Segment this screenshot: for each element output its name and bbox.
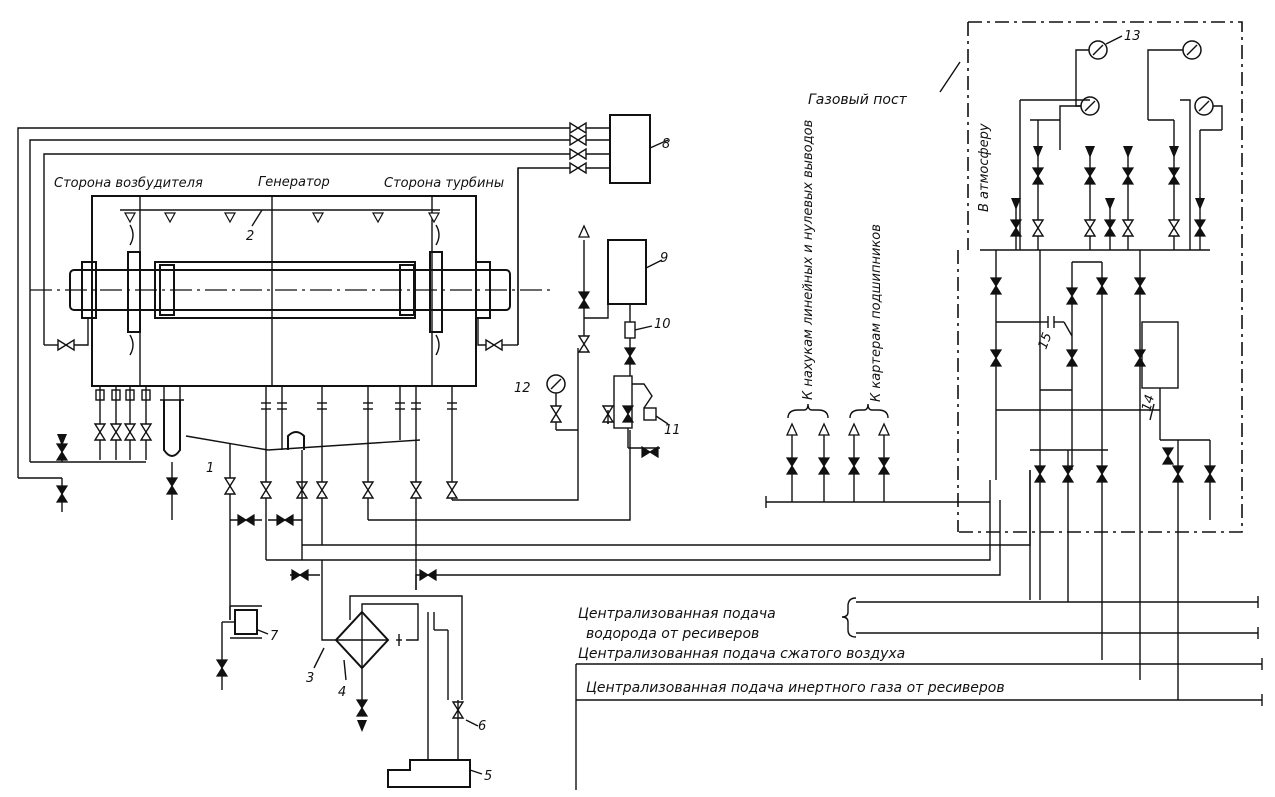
- callout-9: 9: [660, 251, 668, 266]
- label-to-bearing-housings: К картерам подшипников: [869, 224, 884, 402]
- generator-drains: [18, 386, 184, 520]
- label-turbine-side: Сторона турбины: [384, 176, 504, 191]
- label-to-line-caps: К нахукам линейных и нулевых выводов: [801, 120, 816, 400]
- filter-7: [216, 605, 269, 690]
- seal-oil-loops: [44, 168, 519, 351]
- callout-3: 3: [306, 671, 314, 686]
- label-air-supply: Централизованная подача сжатого воздуха: [578, 646, 905, 662]
- label-exciter-side: Сторона возбудителя: [54, 176, 203, 191]
- centralized-supply-lines: [575, 596, 1263, 790]
- generator-body: [91, 195, 477, 387]
- cap-and-bearing-connections: [765, 403, 990, 508]
- callout-2: 2: [246, 229, 254, 244]
- label-h2-supply-line1: Централизованная подача: [578, 606, 776, 622]
- callout-8: 8: [662, 137, 670, 152]
- callout-14: 14: [1139, 393, 1158, 413]
- pressure-gauges-13: [1059, 35, 1223, 130]
- gas-post-enclosure: [939, 21, 1243, 533]
- gas-drier-3-4: [313, 595, 463, 732]
- gas-analyzer-8: [609, 114, 651, 184]
- rotor-shaft: [30, 224, 555, 356]
- callout-10: 10: [654, 317, 671, 332]
- label-inert-supply: Централизованная подача инертного газа о…: [586, 680, 1005, 696]
- callout-13: 13: [1124, 29, 1141, 44]
- callout-12: 12: [514, 381, 531, 396]
- label-generator: Генератор: [258, 175, 330, 190]
- callout-6: 6: [478, 719, 486, 734]
- label-to-line-caps-text: К нахукам линейных и нулевых выводов: [801, 120, 816, 400]
- instrument-group-9-12: [546, 225, 669, 458]
- callout-1: 1: [206, 461, 214, 476]
- callout-5: 5: [484, 769, 492, 784]
- gas-post-valve-tree: [980, 99, 1222, 700]
- oil-tank-5: [387, 612, 483, 788]
- callout-15: 15: [1036, 331, 1056, 352]
- callout-11: 11: [664, 423, 681, 438]
- label-h2-supply-line2: водорода от ресиверов: [586, 626, 759, 642]
- liquid-detector-9: [607, 239, 647, 305]
- callout-4: 4: [338, 685, 346, 700]
- collector-pipe: [185, 386, 458, 620]
- label-to-atmosphere: В атмосферу: [977, 123, 992, 212]
- label-gas-post: Газовый пост: [808, 92, 908, 108]
- callout-7: 7: [270, 629, 279, 644]
